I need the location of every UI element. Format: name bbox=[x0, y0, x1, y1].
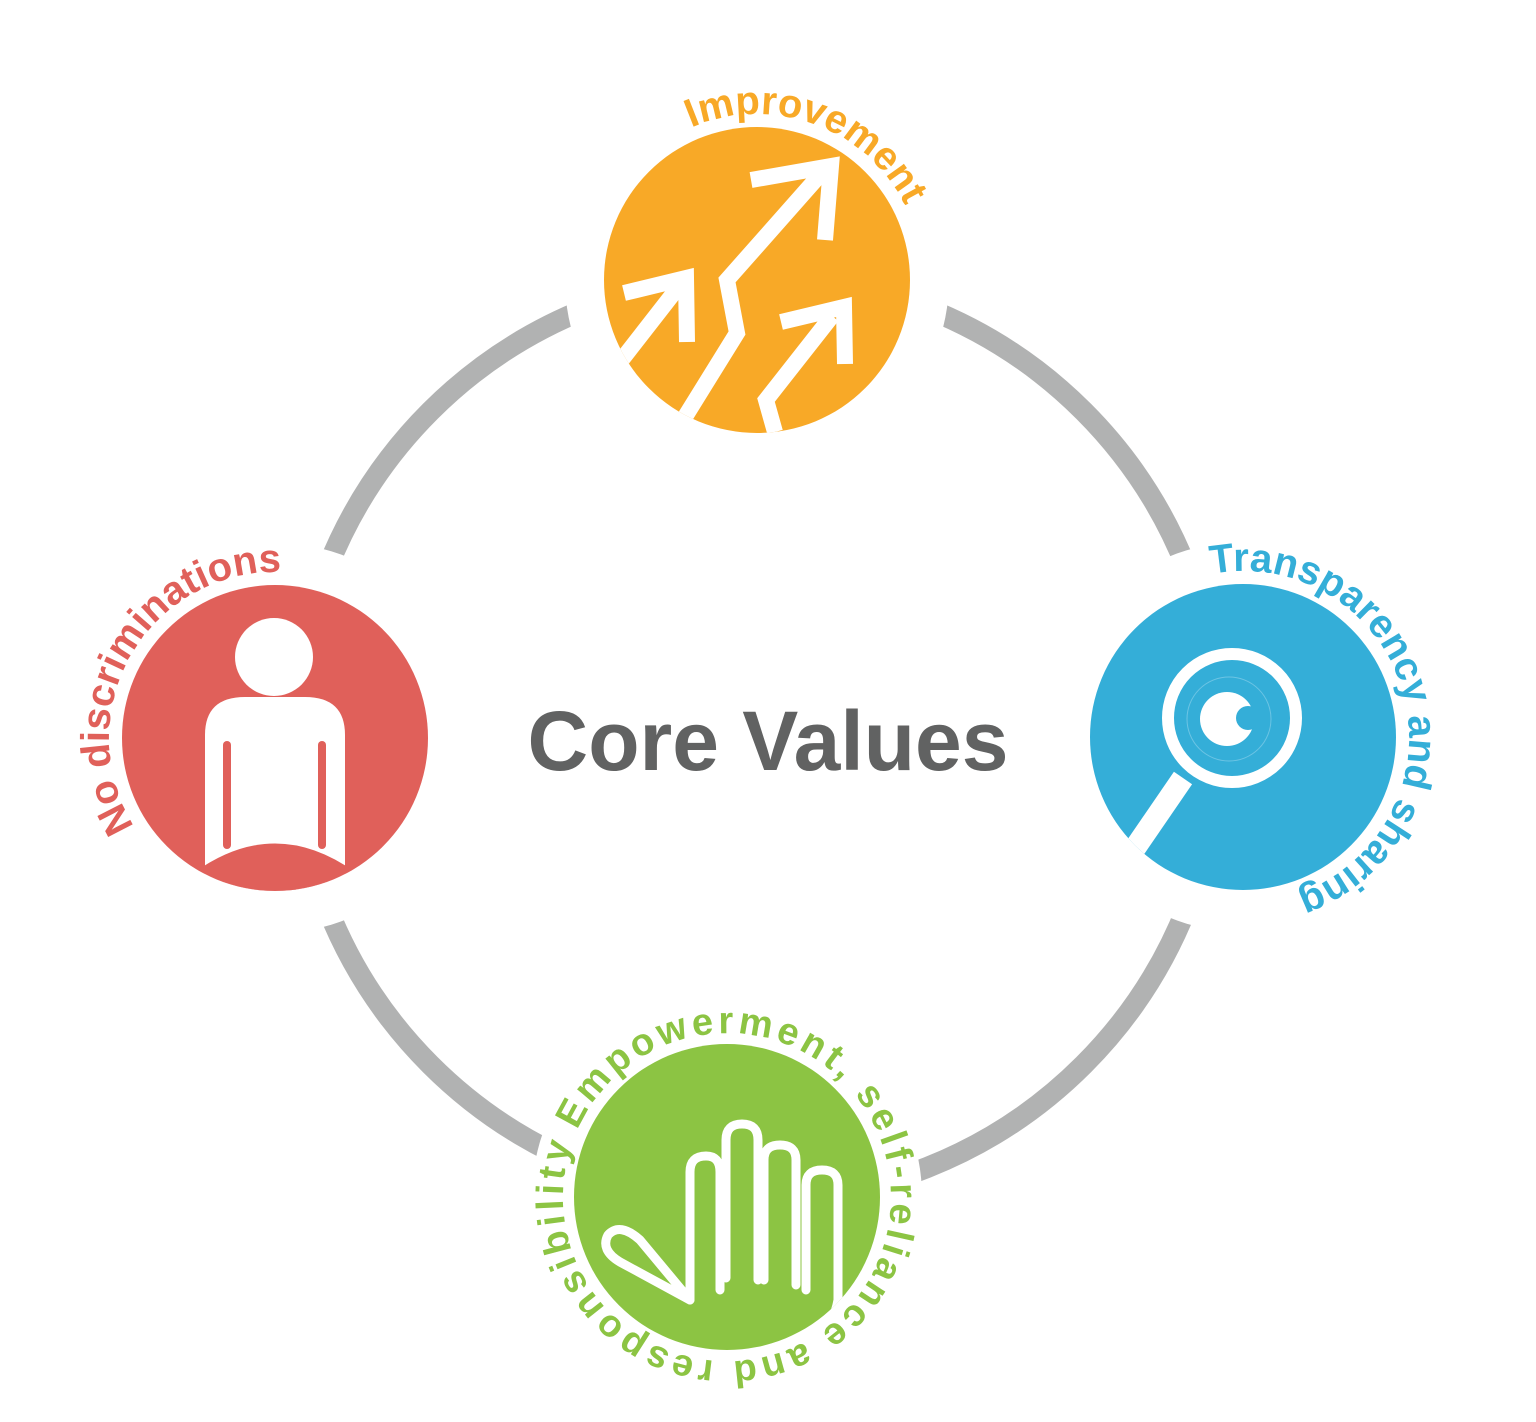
value-transparency: Transparency and sharing bbox=[1090, 536, 1444, 927]
diagram-title: Core Values bbox=[528, 694, 1009, 788]
person-icon bbox=[195, 618, 355, 891]
rising-arrows-icon bbox=[613, 156, 853, 433]
magnifier-eye-icon bbox=[1125, 648, 1302, 855]
value-improvement: Improvement bbox=[604, 79, 936, 433]
